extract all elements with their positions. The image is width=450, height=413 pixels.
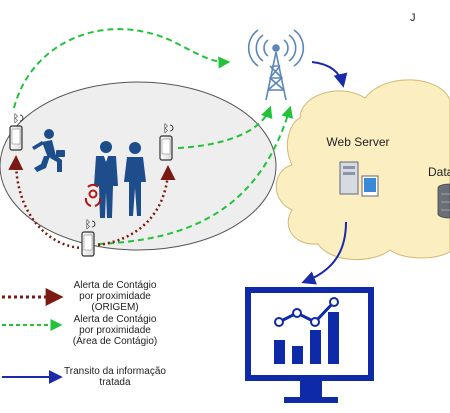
green-dashed-phone-tower: [177, 105, 273, 149]
cloud: [275, 79, 450, 261]
red-dotted-contact-left: [8, 155, 85, 250]
green-dashed-arc-top: [13, 28, 231, 109]
monitor-chart-icon: [245, 287, 374, 403]
legend-text-origin: Alerta de Contágio por proximidade (ORIG…: [62, 280, 168, 313]
legend-transit-line1: Transito da informação: [64, 366, 166, 377]
bluetooth-phone-icon: ᛒ: [81, 218, 96, 257]
biohazard-icon: [84, 183, 102, 207]
legend-area-line1: Alerta de Contágio: [73, 314, 157, 325]
database-label: Data: [428, 165, 450, 179]
legend-origin-line3: (ORIGEM): [91, 302, 139, 313]
blue-arrow-tower-cloud: [311, 61, 348, 88]
legend-origin-line2: por proximidade: [79, 291, 151, 302]
green-dashed-bottom-tower: [97, 105, 294, 245]
running-person-icon: [32, 129, 65, 172]
web-server-label: Web Server: [326, 135, 390, 149]
svg-text:ᛒ: ᛒ: [85, 218, 92, 231]
bluetooth-phone-icon: ᛒ: [9, 112, 24, 151]
red-dotted-contact-right: [97, 165, 176, 247]
bluetooth-phone-icon: ᛒ: [159, 122, 174, 161]
legend-area-line3: (Área de Contágio): [72, 336, 158, 347]
cell-tower-icon: [247, 29, 305, 101]
legend-text-area: Alerta de Contágio por proximidade (Área…: [62, 314, 168, 347]
legend-area-line2: por proximidade: [79, 325, 151, 336]
server-icon: [339, 161, 379, 197]
legend-origin-line1: Alerta de Contágio: [73, 280, 157, 291]
stray-mark: J: [410, 12, 416, 24]
legend-transit-line2: tratada: [99, 377, 131, 388]
svg-text:ᛒ: ᛒ: [13, 112, 20, 125]
legend-text-transit: Transito da informação tratada: [62, 366, 168, 388]
database-icon: [437, 183, 450, 219]
blue-arrow-cloud-monitor: [301, 221, 347, 285]
svg-text:ᛒ: ᛒ: [163, 122, 170, 135]
standing-person-icon: [124, 142, 146, 216]
